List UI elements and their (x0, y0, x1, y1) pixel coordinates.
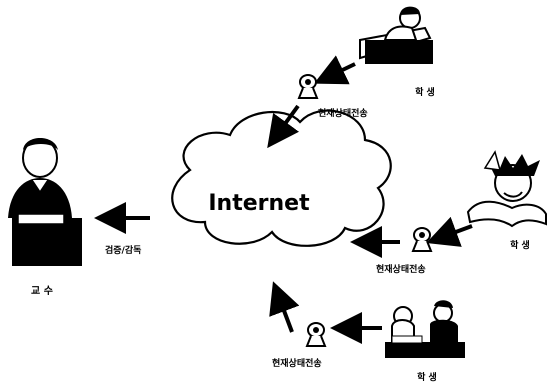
student-figure-1 (359, 6, 433, 64)
supervise-label: 검증/감독 (105, 244, 141, 256)
professor-label: 교 수 (31, 285, 53, 297)
cloud-icon (171, 109, 392, 247)
webcam-icon (298, 74, 318, 99)
arrow-icon (267, 104, 300, 149)
arrow-icon (426, 216, 473, 247)
webcam-icon (306, 322, 326, 347)
arrow-icon (313, 55, 356, 85)
student-label-1: 학 생 (415, 86, 435, 98)
internet-label: Internet (208, 191, 310, 216)
webcam-icon (412, 227, 432, 252)
internet-cloud: Internet (171, 109, 392, 247)
professor-figure (8, 138, 82, 266)
transmit-label-2: 현재상태전송 (376, 263, 426, 275)
student-figure-3 (385, 300, 465, 358)
transmit-label-3: 현재상태전송 (272, 357, 322, 369)
student-figure-2 (466, 150, 547, 228)
student-label-3: 학 생 (417, 371, 437, 383)
arrow-icon (269, 281, 300, 333)
transmit-label-1: 현재상태전송 (318, 107, 368, 119)
student-label-2: 학 생 (510, 239, 530, 251)
